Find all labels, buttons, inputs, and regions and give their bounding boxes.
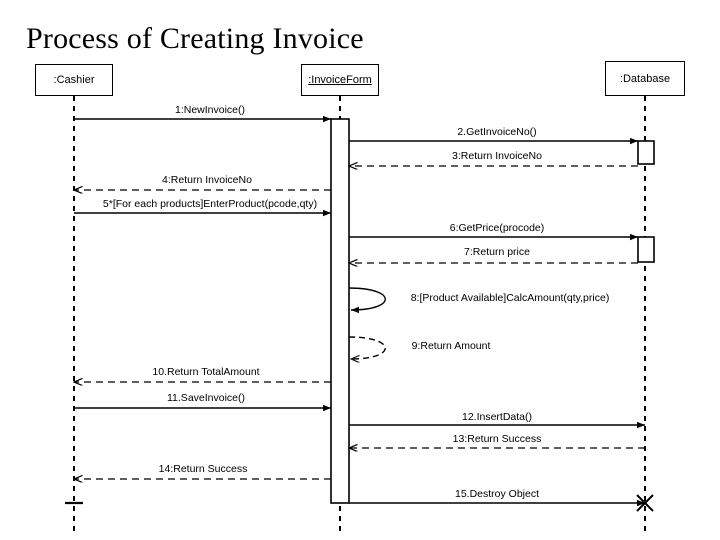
- message-label-13: 13:Return Success: [450, 433, 544, 445]
- message-label-10: 10.Return TotalAmount: [150, 366, 262, 378]
- message-label-4: 4:Return InvoiceNo: [160, 174, 254, 186]
- message-label-11: 11.SaveInvoice(): [164, 392, 248, 404]
- markers-layer: [65, 494, 654, 512]
- message-label-9: 9:Return Amount: [409, 340, 493, 352]
- object-label-database: :Database: [619, 72, 671, 85]
- message-label-6: 6:GetPrice(procode): [447, 222, 547, 234]
- message-label-2: 2.GetInvoiceNo(): [455, 126, 539, 138]
- object-label-cashier: :Cashier: [53, 74, 95, 86]
- message-label-8: 8:[Product Available]CalcAmount(qty,pric…: [408, 292, 612, 304]
- act-invoiceform-main[interactable]: [330, 118, 350, 504]
- message-label-14: 14:Return Success: [156, 463, 250, 475]
- message-label-5: 5*[For each products]EnterProduct(pcode,…: [100, 198, 320, 210]
- object-box-invoiceform[interactable]: :InvoiceForm: [301, 64, 379, 96]
- message-label-7: 7:Return price: [462, 246, 532, 258]
- object-box-database[interactable]: :Database: [605, 61, 685, 96]
- object-box-cashier[interactable]: :Cashier: [35, 64, 113, 96]
- message-label-3: 3:Return InvoiceNo: [450, 150, 544, 162]
- message-label-12: 12.InsertData(): [459, 411, 535, 423]
- activations-layer: [330, 118, 655, 504]
- message-8-self-arrow[interactable]: [348, 287, 386, 314]
- object-label-invoiceform: :InvoiceForm: [308, 74, 372, 86]
- act-database-1[interactable]: [637, 140, 655, 165]
- messages-layer: [74, 115, 645, 507]
- page-title: Process of Creating Invoice: [26, 22, 364, 55]
- database-destroy-x: [636, 494, 654, 512]
- message-label-1: 1:NewInvoice(): [172, 104, 248, 116]
- message-9-self-arrow[interactable]: [348, 336, 386, 359]
- act-database-2[interactable]: [637, 236, 655, 263]
- message-label-15: 15.Destroy Object: [452, 488, 542, 500]
